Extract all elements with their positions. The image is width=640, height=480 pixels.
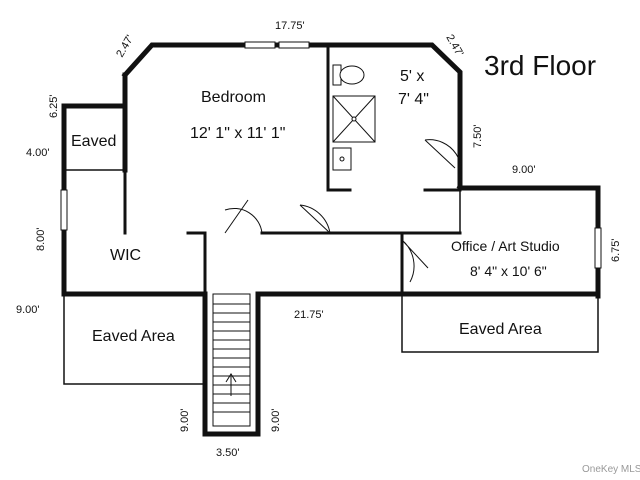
eaved-left-box: [63, 293, 206, 385]
eaved-left-label: Eaved Area: [92, 328, 175, 345]
eaved-right-label: Eaved Area: [459, 321, 542, 338]
dim-left-bottom-width: 9.00': [16, 304, 40, 316]
room-labels: Bedroom 12' 1" x 11' 1" 5' x 7' 4" Eaved…: [71, 68, 560, 345]
dim-stair-width: 3.50': [216, 447, 240, 459]
bath-size-line2: 7' 4": [398, 91, 429, 108]
dim-top-width: 17.75': [275, 20, 305, 32]
window-right: [594, 227, 602, 269]
dim-office-right-height: 6.75': [610, 238, 622, 262]
doors: [224, 139, 462, 283]
dim-left-eaved-height: 6.25': [48, 94, 60, 118]
window-top-2: [278, 41, 310, 49]
office-door-icon: [401, 239, 429, 283]
eaved-box-wall: [61, 103, 128, 173]
dim-left-wic-height: 8.00': [35, 227, 47, 251]
window-left: [60, 189, 68, 231]
dim-bath-right-height: 7.50': [472, 124, 484, 148]
floor-title: 3rd Floor: [484, 50, 596, 81]
office-label: Office / Art Studio: [451, 238, 560, 254]
staircase: [212, 293, 251, 427]
dim-stair-left-height: 9.00': [179, 408, 191, 432]
wic-label: WIC: [110, 247, 141, 264]
toilet-bowl-icon: [339, 65, 365, 85]
bathroom-fixtures: [332, 64, 376, 171]
corridor-door-icon: [299, 204, 331, 234]
stairs-icon: [212, 293, 251, 427]
dim-office-top-width: 9.00': [512, 164, 536, 176]
dim-stair-right-height: 9.00': [270, 408, 282, 432]
eaved-right-box: [401, 293, 599, 353]
watermark: OneKey MLS: [582, 464, 640, 475]
dim-left-eaved-width: 4.00': [26, 147, 50, 159]
bath-size-line1: 5' x: [400, 68, 424, 85]
bedroom-label: Bedroom: [201, 89, 266, 106]
window-top-1: [244, 41, 276, 49]
dim-top-left-diag: 2.47': [114, 33, 136, 59]
office-size: 8' 4" x 10' 6": [470, 263, 547, 279]
dim-top-right-diag: 2.47': [443, 33, 465, 59]
stairs-up-arrow-icon: [225, 373, 237, 396]
walls: [61, 42, 601, 437]
windows: [60, 41, 602, 269]
bedroom-door-icon: [224, 199, 263, 234]
bedroom-size: 12' 1" x 11' 1": [190, 125, 285, 142]
bath-door-icon: [424, 139, 462, 189]
stairwell-walls: [202, 291, 261, 437]
outer-wall-top: [121, 42, 463, 191]
dim-middle-width: 21.75': [294, 309, 324, 321]
eaved-small-label: Eaved: [71, 133, 116, 150]
